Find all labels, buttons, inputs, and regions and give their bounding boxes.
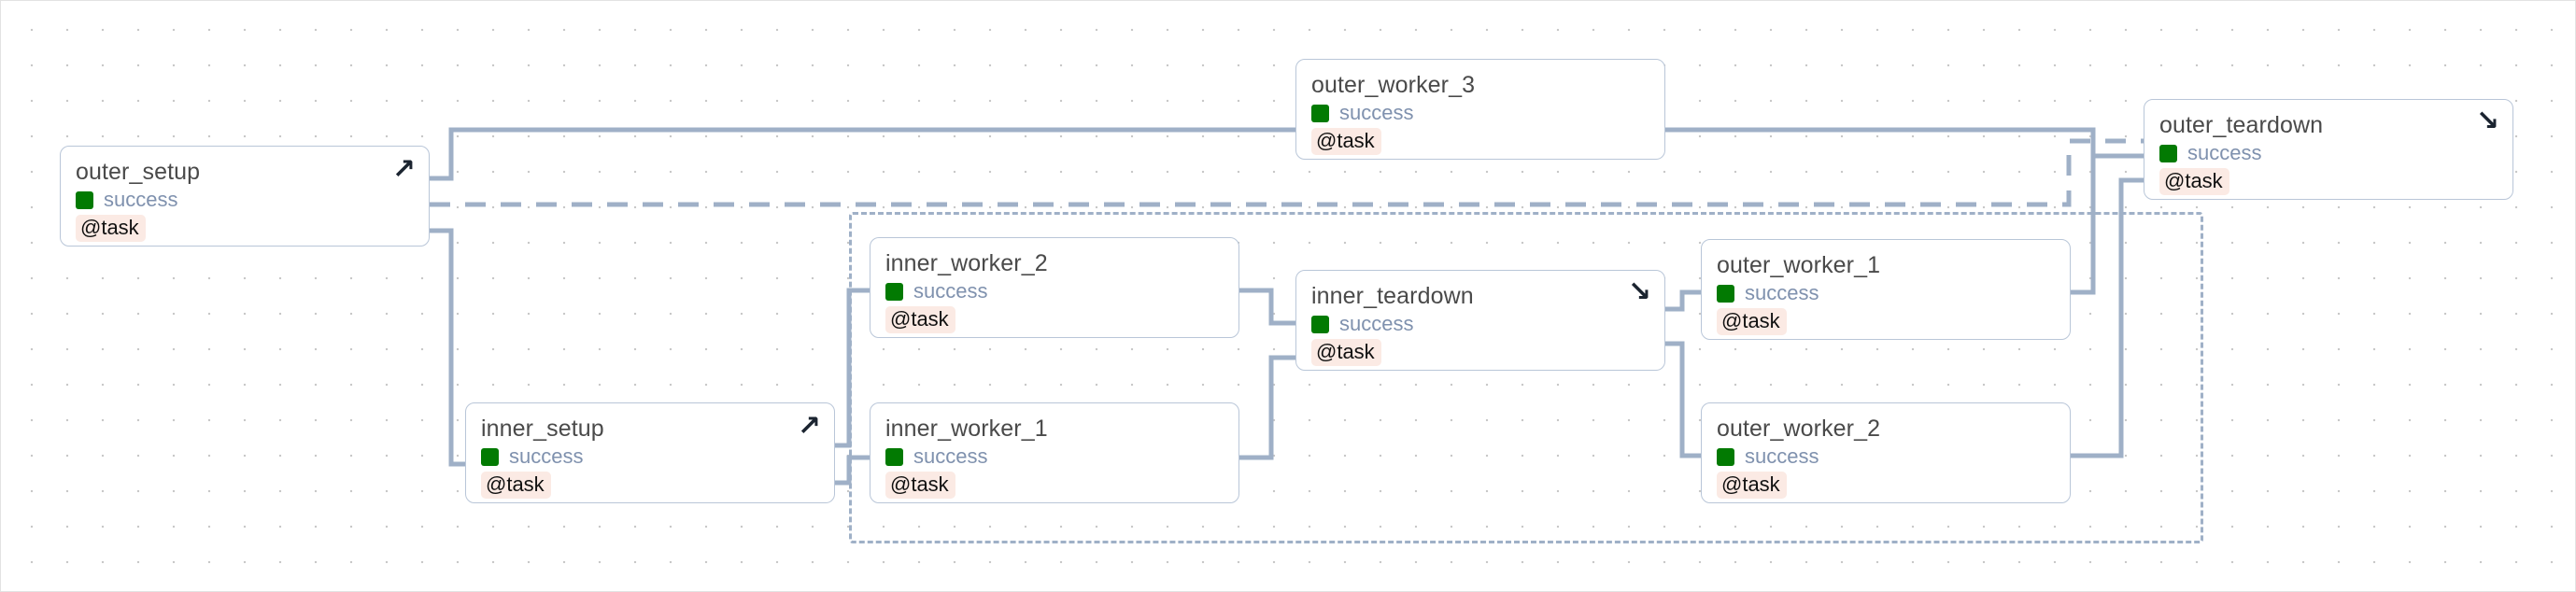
node-tag: @task bbox=[1717, 308, 1787, 335]
node-title: outer_worker_1 bbox=[1717, 252, 1881, 278]
status-label: success bbox=[104, 188, 178, 211]
status-label: success bbox=[2187, 141, 2262, 164]
node-tag: @task bbox=[76, 215, 146, 242]
status-label: success bbox=[913, 279, 988, 303]
node-tag: @task bbox=[885, 472, 955, 499]
node-status: success bbox=[1311, 102, 1649, 124]
edge-outer_setup-inner_setup bbox=[430, 228, 465, 467]
status-label: success bbox=[1745, 281, 1819, 304]
status-success-icon bbox=[1717, 284, 1734, 303]
node-tag: @task bbox=[2159, 168, 2229, 195]
node-tag: @task bbox=[1717, 472, 1787, 499]
status-success-icon bbox=[885, 447, 903, 466]
node-status: success bbox=[481, 445, 819, 468]
node-inner_worker_1[interactable]: inner_worker_1 success @task bbox=[870, 402, 1239, 503]
node-status: success bbox=[1717, 445, 2055, 468]
node-title: outer_worker_3 bbox=[1311, 72, 1476, 98]
node-title: inner_teardown bbox=[1311, 283, 1474, 309]
status-success-icon bbox=[885, 282, 903, 301]
node-outer_worker_3[interactable]: outer_worker_3 success @task bbox=[1295, 59, 1665, 160]
node-inner_setup[interactable]: ↗ inner_setup success @task bbox=[465, 402, 835, 503]
status-success-icon bbox=[481, 447, 499, 466]
edge-outer_setup-outer_teardown bbox=[430, 138, 2144, 207]
group-inner-dag[interactable] bbox=[849, 212, 2203, 543]
status-success-icon bbox=[1717, 447, 1734, 466]
edge-outer_worker_3-outer_teardown bbox=[1665, 127, 2144, 159]
node-title: inner_setup bbox=[481, 416, 604, 442]
status-label: success bbox=[1339, 101, 1414, 124]
node-status: success bbox=[76, 189, 414, 211]
node-outer_worker_2[interactable]: outer_worker_2 success @task bbox=[1701, 402, 2071, 503]
node-status: success bbox=[885, 445, 1224, 468]
node-title: outer_teardown bbox=[2159, 112, 2324, 138]
expand-up-right-icon[interactable]: ↗ bbox=[797, 410, 821, 443]
node-tag: @task bbox=[1311, 128, 1381, 155]
node-outer_worker_1[interactable]: outer_worker_1 success @task bbox=[1701, 239, 2071, 340]
status-success-icon bbox=[2159, 144, 2177, 162]
collapse-down-right-icon[interactable]: ↘ bbox=[1627, 275, 1651, 308]
node-inner_worker_2[interactable]: inner_worker_2 success @task bbox=[870, 237, 1239, 338]
expand-up-right-icon[interactable]: ↗ bbox=[391, 153, 416, 186]
node-title: inner_worker_2 bbox=[885, 250, 1048, 276]
status-label: success bbox=[1339, 312, 1414, 335]
status-success-icon bbox=[1311, 104, 1329, 122]
node-tag: @task bbox=[885, 306, 955, 333]
collapse-down-right-icon[interactable]: ↘ bbox=[2475, 105, 2499, 137]
node-title: outer_worker_2 bbox=[1717, 416, 1881, 442]
node-title: inner_worker_1 bbox=[885, 416, 1048, 442]
node-status: success bbox=[885, 280, 1224, 303]
node-outer_setup[interactable]: ↗ outer_setup success @task bbox=[60, 146, 430, 247]
status-success-icon bbox=[76, 190, 93, 209]
node-tag: @task bbox=[1311, 339, 1381, 366]
node-status: success bbox=[2159, 142, 2498, 164]
edge-outer_setup-outer_worker_3 bbox=[430, 127, 1295, 181]
node-status: success bbox=[1717, 282, 2055, 304]
node-title: outer_setup bbox=[76, 159, 201, 185]
status-label: success bbox=[509, 444, 584, 468]
status-success-icon bbox=[1311, 315, 1329, 333]
status-label: success bbox=[913, 444, 988, 468]
node-status: success bbox=[1311, 313, 1649, 335]
node-inner_teardown[interactable]: ↘ inner_teardown success @task bbox=[1295, 270, 1665, 371]
status-label: success bbox=[1745, 444, 1819, 468]
node-outer_teardown[interactable]: ↘ outer_teardown success @task bbox=[2144, 99, 2513, 200]
node-tag: @task bbox=[481, 472, 551, 499]
